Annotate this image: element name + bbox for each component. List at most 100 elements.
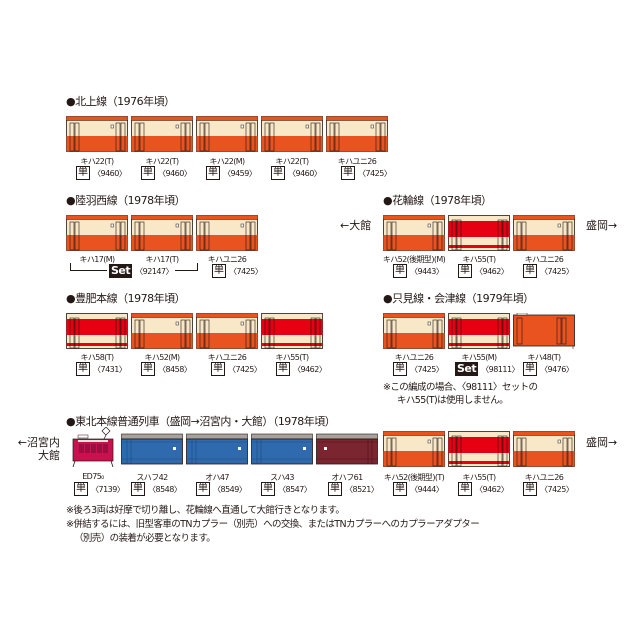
product-code: 〈7431〉 bbox=[93, 364, 127, 374]
car-oha47 bbox=[186, 431, 248, 467]
product-tag: 単〈7425〉 bbox=[211, 362, 262, 376]
single-badge: 単 bbox=[212, 264, 226, 278]
product-tag: 単〈8547〉 bbox=[261, 482, 312, 496]
car-kihayuni26 bbox=[513, 431, 575, 467]
dmu-car-icon bbox=[66, 116, 128, 152]
direction-right: 盛岡→ bbox=[586, 219, 618, 232]
product-tag: 単〈9462〉 bbox=[458, 264, 509, 278]
car-name: キハ52(後期型)(M) bbox=[382, 255, 446, 264]
coach-icon bbox=[121, 431, 183, 467]
car-name: キハ58(T) bbox=[80, 353, 114, 362]
dmu-car-icon bbox=[513, 431, 575, 467]
single-badge: 単 bbox=[458, 482, 472, 496]
car-name: オハ47 bbox=[205, 473, 229, 482]
car-name: キハユニ26 bbox=[207, 255, 247, 264]
car-name: キハ17(T) bbox=[145, 255, 179, 264]
car-name: キハ55(T) bbox=[275, 353, 309, 362]
product-code: 〈7425〉 bbox=[410, 364, 444, 374]
car-ohafu61 bbox=[316, 431, 378, 467]
car-name: キハ17(M) bbox=[79, 255, 115, 264]
car-name: キハ48(T) bbox=[527, 353, 561, 362]
dmu-car-icon bbox=[513, 215, 575, 251]
car-kiha22-4 bbox=[261, 116, 323, 152]
product-code: 〈7425〉 bbox=[358, 168, 392, 178]
car-name: キハ22(M) bbox=[209, 157, 245, 166]
product-code: 〈9460〉 bbox=[288, 168, 322, 178]
product-tag: 単〈9444〉 bbox=[393, 482, 444, 496]
dmu-car-icon bbox=[448, 215, 510, 251]
single-badge: 単 bbox=[206, 166, 220, 180]
product-code: 〈9460〉 bbox=[158, 168, 192, 178]
dmu-car-icon bbox=[448, 431, 510, 467]
product-tag: 単〈7425〉 bbox=[523, 482, 574, 496]
footnote-3: （別売）の装着が必要となります。 bbox=[74, 533, 216, 544]
car-kiha55-m bbox=[448, 313, 510, 349]
dmu-car-icon bbox=[131, 313, 193, 349]
dmu-car-icon bbox=[383, 431, 445, 467]
car-kihayuni26 bbox=[513, 215, 575, 251]
product-code: 〈9462〉 bbox=[293, 364, 327, 374]
car-name: キハユニ26 bbox=[524, 473, 564, 482]
dmu-car-icon bbox=[261, 116, 323, 152]
single-badge: 単 bbox=[211, 362, 225, 376]
direction-left-line-2: 大館 bbox=[38, 449, 60, 462]
car-kiha22-2 bbox=[131, 116, 193, 152]
car-kiha17-m bbox=[66, 215, 128, 251]
dmu-car-icon bbox=[383, 313, 445, 349]
product-tag: 単〈9462〉 bbox=[276, 362, 327, 376]
section-title-hanawa: ●花輪線（1978年頃） bbox=[383, 194, 492, 207]
product-code: 〈8458〉 bbox=[158, 364, 192, 374]
dmu-car-icon bbox=[131, 116, 193, 152]
footnote-2: ※併結するには、旧型客車のTNカプラー（別売）への交換、またはTNカプラーへのカ… bbox=[66, 519, 480, 530]
product-tag: 単〈7139〉 bbox=[74, 482, 125, 496]
section-title-hohi: ●豊肥本線（1978年頃） bbox=[66, 292, 186, 305]
car-name: キハ52(M) bbox=[144, 353, 180, 362]
car-kiha17-t bbox=[131, 215, 193, 251]
car-kiha55-t bbox=[261, 313, 323, 349]
single-badge: 単 bbox=[76, 166, 90, 180]
dmu-car-icon bbox=[261, 313, 323, 349]
car-kiha22-3 bbox=[196, 116, 258, 152]
product-tag: 単〈8549〉 bbox=[196, 482, 247, 496]
single-badge: 単 bbox=[393, 264, 407, 278]
single-badge: 単 bbox=[523, 264, 537, 278]
direction-left-line-1: ←沼宮内 bbox=[17, 436, 60, 449]
product-code: 〈92147〉 bbox=[135, 266, 174, 276]
car-kiha55-t bbox=[448, 215, 510, 251]
car-name: キハユニ26 bbox=[394, 353, 434, 362]
dmu-car-icon bbox=[326, 116, 388, 152]
product-tag: 単〈7431〉 bbox=[76, 362, 127, 376]
coach-icon bbox=[186, 431, 248, 467]
product-code: 〈9462〉 bbox=[475, 266, 509, 276]
section-title-rikuusai: ●陸羽西線（1978年頃） bbox=[66, 194, 186, 207]
car-kiha52-m bbox=[131, 313, 193, 349]
product-tag: 単〈7425〉 bbox=[523, 264, 574, 278]
section-title-tohoku: ●東北本線普通列車（盛岡→沼宮内・大館）（1978年頃） bbox=[66, 415, 336, 428]
single-badge: 単 bbox=[341, 166, 355, 180]
car-name: キハ22(T) bbox=[80, 157, 114, 166]
car-name: キハユニ26 bbox=[524, 255, 564, 264]
car-name: ED75₀ bbox=[82, 472, 104, 481]
car-name: キハ52(後期型)(T) bbox=[383, 473, 445, 482]
single-badge: 単 bbox=[76, 362, 90, 376]
set-badge: Set bbox=[455, 362, 479, 376]
product-code: 〈9460〉 bbox=[93, 168, 127, 178]
product-code: 〈8548〉 bbox=[148, 484, 182, 494]
locomotive-icon bbox=[70, 427, 116, 467]
product-tag: 単〈7425〉 bbox=[393, 362, 444, 376]
single-badge: 単 bbox=[74, 482, 88, 496]
tadami-note-line-2: キハ55(T)は使用しません。 bbox=[397, 395, 509, 406]
product-code: 〈7425〉 bbox=[540, 266, 574, 276]
car-kihayuni26 bbox=[196, 215, 258, 251]
product-code: 〈7425〉 bbox=[540, 484, 574, 494]
product-tag: 単〈8548〉 bbox=[131, 482, 182, 496]
car-kiha52-late-m bbox=[383, 215, 445, 251]
car-kiha58-t bbox=[66, 313, 128, 349]
product-tag: 単〈8521〉 bbox=[328, 482, 379, 496]
dmu-car-icon bbox=[196, 313, 258, 349]
product-code: 〈8521〉 bbox=[345, 484, 379, 494]
product-code: 〈8547〉 bbox=[278, 484, 312, 494]
dmu-car-icon bbox=[448, 313, 510, 349]
product-tag: 単〈9462〉 bbox=[458, 482, 509, 496]
single-badge: 単 bbox=[523, 482, 537, 496]
